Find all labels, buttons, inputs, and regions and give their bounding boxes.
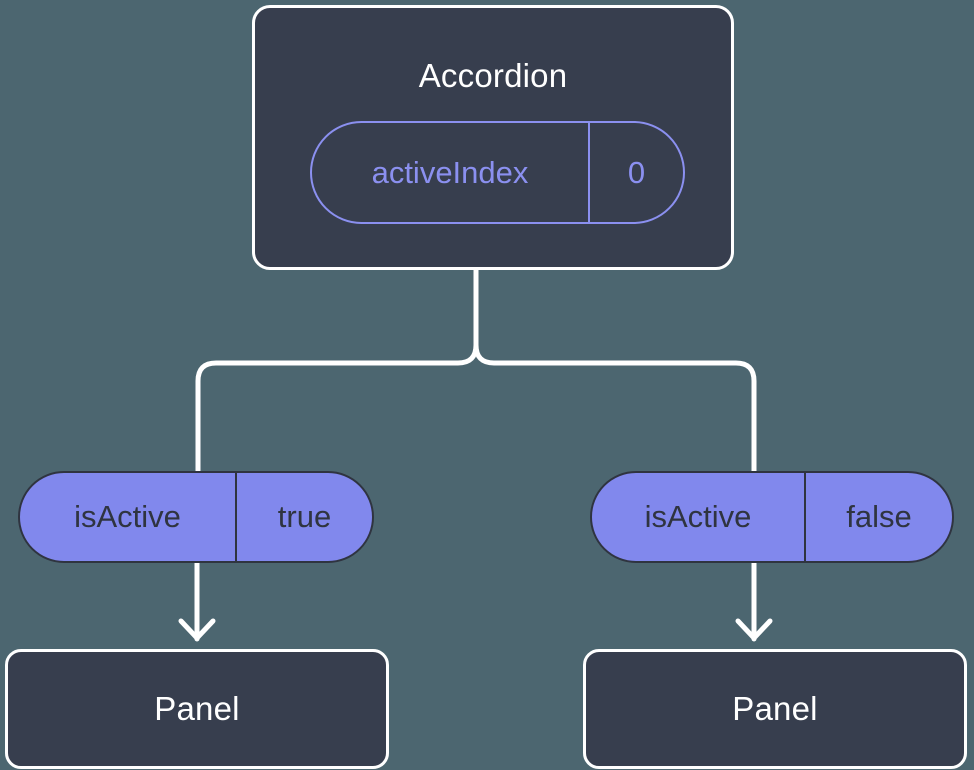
node-panel-left-title: Panel xyxy=(154,690,240,727)
arrow-head-right-icon xyxy=(735,618,773,641)
connector-branch-left xyxy=(195,342,479,474)
prop-badge-is-active-true-value: true xyxy=(277,499,332,534)
prop-badge-is-active-true-key: isActive xyxy=(20,473,237,561)
prop-badge-is-active-true[interactable]: isActive true xyxy=(18,471,374,563)
prop-badge-is-active-false-key: isActive xyxy=(592,473,806,561)
prop-badge-active-index[interactable]: activeIndex 0 xyxy=(310,121,685,224)
connector-branch-right xyxy=(473,342,757,474)
node-panel-right[interactable]: Panel xyxy=(583,649,967,769)
prop-badge-active-index-key: activeIndex xyxy=(312,123,590,222)
arrow-head-left-icon xyxy=(178,618,216,641)
prop-badge-is-active-false-value: false xyxy=(846,499,912,534)
prop-badge-is-active-false[interactable]: isActive false xyxy=(590,471,954,563)
node-accordion-title: Accordion xyxy=(418,57,568,94)
prop-badge-active-index-value: 0 xyxy=(627,154,646,190)
node-panel-right-title: Panel xyxy=(732,690,818,727)
node-accordion[interactable]: Accordion activeIndex 0 xyxy=(252,5,734,270)
node-panel-left[interactable]: Panel xyxy=(5,649,389,769)
